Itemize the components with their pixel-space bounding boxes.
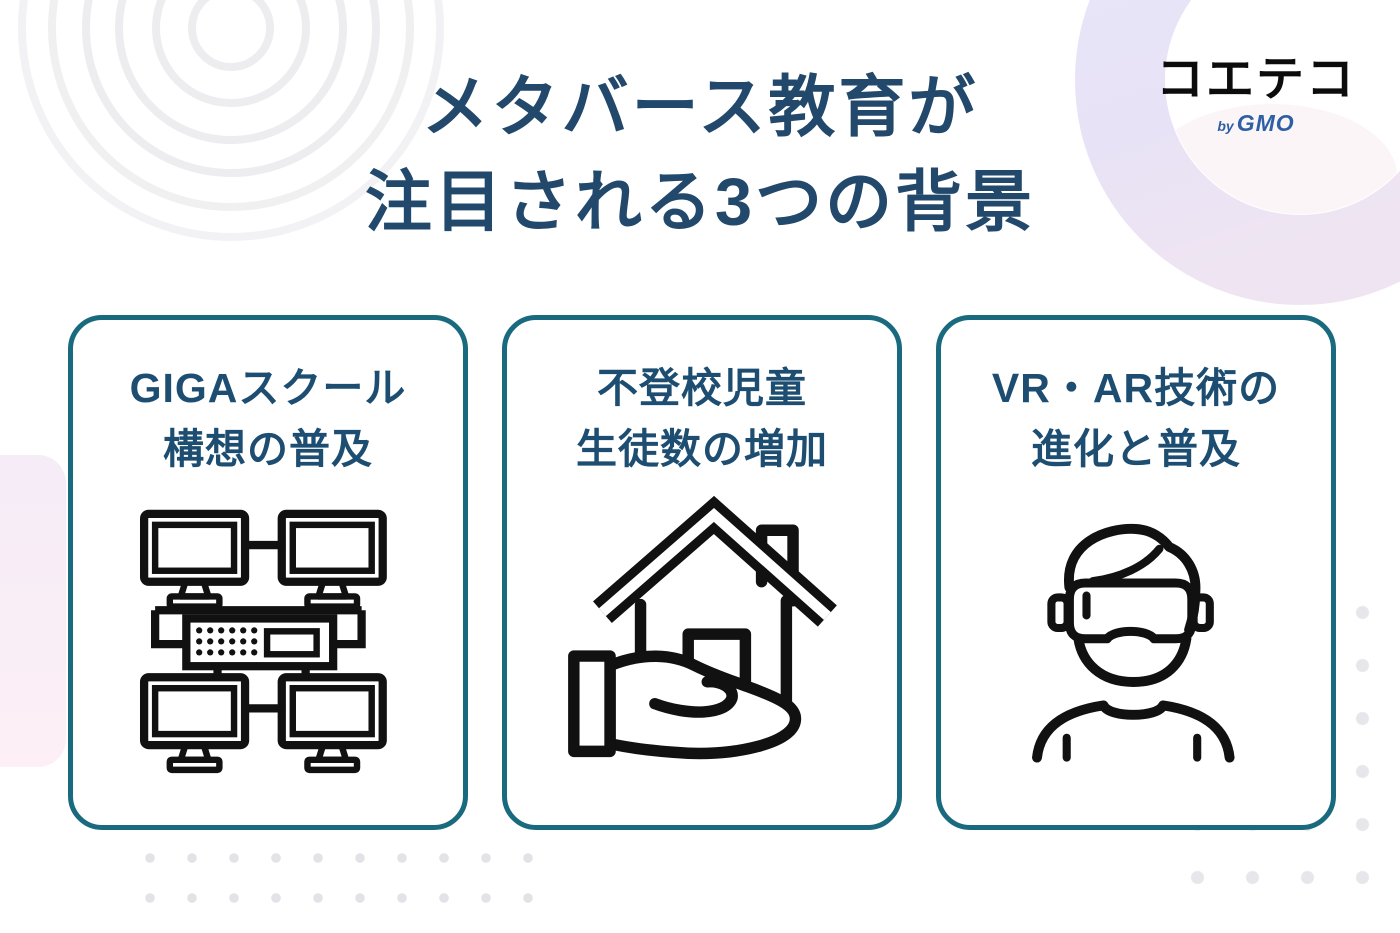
card-title-line: VR・AR技術の xyxy=(991,365,1281,411)
cards-row: GIGAスクール 構想の普及 xyxy=(68,315,1336,830)
card-giga-school-title: GIGAスクール 構想の普及 xyxy=(130,358,407,479)
page-title-line2: 注目される3つの背景 xyxy=(364,165,1036,241)
house-in-hand-icon xyxy=(507,479,897,825)
card-school-refusal: 不登校児童 生徒数の増加 xyxy=(502,315,902,830)
card-vr-ar-title: VR・AR技術の 進化と普及 xyxy=(992,358,1280,479)
card-title-line: 不登校児童 xyxy=(597,365,807,411)
concentric-circles-decoration xyxy=(18,0,444,241)
byline-prefix: by xyxy=(1217,117,1234,134)
page-title: メタバース教育が 注目される3つの背景 xyxy=(0,60,1400,250)
dot-grid-bottom-left xyxy=(129,838,553,918)
card-vr-ar: VR・AR技術の 進化と普及 xyxy=(936,315,1336,830)
page-title-line1: メタバース教育が xyxy=(421,70,979,145)
gmo-brand-text: GMO xyxy=(1236,109,1295,136)
koeteco-logo-text: コエテコ xyxy=(1155,53,1356,106)
card-title-line: 進化と普及 xyxy=(1031,425,1241,472)
card-title-line: 生徒数の増加 xyxy=(576,425,828,472)
card-school-refusal-title: 不登校児童 生徒数の増加 xyxy=(576,358,828,479)
card-title-line: GIGAスクール xyxy=(129,365,407,411)
card-giga-school: GIGAスクール 構想の普及 xyxy=(68,315,468,830)
pink-square-decoration xyxy=(0,455,66,767)
lavender-ring-decoration xyxy=(1075,0,1400,305)
card-title-line: 構想の普及 xyxy=(162,425,373,472)
vr-headset-person-icon xyxy=(941,479,1331,825)
network-computers-icon xyxy=(73,479,463,825)
